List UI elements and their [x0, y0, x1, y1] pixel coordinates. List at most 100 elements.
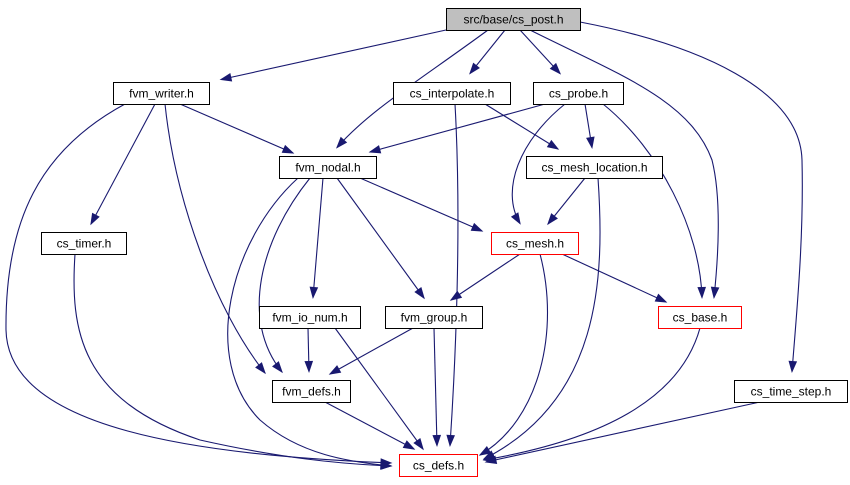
edge-cs-mesh-to-cs-defs	[478, 253, 549, 456]
edge-line	[5, 103, 392, 464]
arrowhead-icon	[304, 360, 314, 373]
edge-fvm-group-to-cs-defs	[432, 327, 442, 447]
arrowhead-icon	[788, 360, 798, 373]
node-cs-interpolate[interactable]: cs_interpolate.h	[393, 82, 511, 105]
node-fvm-nodal[interactable]: fvm_nodal.h	[279, 156, 377, 179]
edge-fvm-group-to-fvm-defs	[328, 327, 414, 375]
edge-cs-mesh-location-to-cs-mesh	[547, 177, 586, 226]
arrowhead-icon	[469, 62, 480, 75]
arrowhead-icon	[414, 286, 425, 300]
edge-line	[579, 21, 803, 372]
node-label: cs_interpolate.h	[410, 87, 495, 101]
edge-fvm-writer-to-fvm-defs	[164, 103, 266, 375]
arrowhead-icon	[90, 212, 100, 226]
edge-cs-timer-to-cs-defs	[73, 253, 393, 470]
node-cs-mesh[interactable]: cs_mesh.h	[491, 232, 579, 255]
node-box	[385, 306, 483, 329]
node-label: cs_timer.h	[57, 237, 112, 251]
arrowhead-icon	[470, 222, 484, 232]
edge-line	[334, 327, 424, 450]
edge-line	[449, 103, 459, 446]
node-cs-probe[interactable]: cs_probe.h	[533, 82, 624, 105]
node-cs-timer[interactable]: cs_timer.h	[41, 232, 127, 255]
nodes-layer: src/base/cs_post.h fvm_writer.h cs_interpo…	[41, 8, 848, 477]
edge-fvm-io-num-to-fvm-defs	[304, 327, 314, 373]
node-box	[734, 380, 848, 403]
node-cs-base[interactable]: cs_base.h	[658, 306, 742, 329]
node-cs-defs[interactable]: cs_defs.h	[399, 454, 478, 477]
node-cs-mesh-location[interactable]: cs_mesh_location.h	[526, 156, 663, 179]
edge-line	[485, 401, 761, 463]
edge-line	[336, 177, 425, 299]
node-fvm-io-num[interactable]: fvm_io_num.h	[259, 306, 361, 329]
edge-line	[312, 177, 324, 298]
arrowhead-icon	[432, 434, 442, 447]
node-box	[399, 454, 478, 477]
arrowhead-icon	[510, 212, 521, 225]
node-label: cs_mesh_location.h	[541, 161, 647, 175]
arrowhead-icon	[547, 213, 558, 226]
edge-line	[511, 103, 566, 224]
node-label: src/base/cs_post.h	[463, 13, 563, 27]
node-cs-post[interactable]: src/base/cs_post.h	[446, 8, 581, 31]
node-cs-time-step[interactable]: cs_time_step.h	[734, 380, 848, 403]
node-box	[393, 82, 511, 105]
edge-cs-probe-to-cs-mesh	[510, 103, 566, 225]
edge-cs-time-step-to-cs-defs	[484, 401, 761, 464]
edge-line	[258, 177, 311, 373]
arrowhead-icon	[478, 445, 492, 456]
edge-line	[433, 327, 438, 446]
node-label: fvm_defs.h	[282, 385, 341, 399]
edge-cs-probe-to-cs-base	[602, 103, 706, 299]
node-box	[272, 380, 351, 403]
edge-cs-mesh-to-fvm-group	[449, 253, 521, 301]
edge-line	[529, 29, 719, 298]
edge-line	[324, 401, 415, 450]
node-label: fvm_nodal.h	[295, 161, 360, 175]
arrowhead-icon	[368, 145, 382, 154]
node-box	[526, 156, 663, 179]
edge-line	[483, 177, 601, 460]
node-fvm-group[interactable]: fvm_group.h	[385, 306, 483, 329]
edge-cs-probe-to-fvm-nodal	[368, 103, 546, 154]
edge-cs-probe-to-cs-mesh-location	[584, 103, 595, 149]
node-label: fvm_io_num.h	[272, 311, 347, 325]
arrowhead-icon	[446, 434, 455, 447]
arrowhead-icon	[272, 361, 283, 374]
edge-fvm-nodal-to-fvm-group	[336, 177, 425, 300]
node-box	[259, 306, 361, 329]
edge-cs-interpolate-to-cs-defs	[446, 103, 459, 447]
edge-fvm-writer-to-cs-timer	[90, 103, 156, 226]
edge-cs-mesh-to-cs-base	[561, 253, 668, 303]
edge-fvm-nodal-to-cs-mesh	[359, 177, 484, 232]
edge-cs-post-to-fvm-writer	[219, 29, 447, 82]
node-label: cs_defs.h	[413, 459, 464, 473]
node-fvm-defs[interactable]: fvm_defs.h	[272, 380, 351, 403]
edge-fvm-io-num-to-cs-defs	[334, 327, 424, 451]
node-box	[279, 156, 377, 179]
arrowhead-icon	[309, 286, 319, 299]
edge-line	[90, 103, 156, 225]
edge-cs-post-to-cs-interpolate	[469, 29, 506, 75]
arrowhead-icon	[710, 286, 720, 299]
arrowhead-icon	[413, 437, 424, 451]
edge-line	[359, 177, 483, 232]
arrowhead-icon	[219, 73, 233, 82]
arrowhead-icon	[586, 136, 595, 149]
edge-fvm-nodal-to-fvm-defs	[258, 177, 311, 374]
node-label: cs_mesh.h	[506, 237, 564, 251]
node-box	[446, 8, 581, 31]
edge-cs-post-to-cs-probe	[519, 29, 561, 75]
edge-line	[602, 103, 703, 298]
edge-cs-interpolate-to-cs-mesh-location	[484, 103, 560, 150]
edge-line	[73, 253, 392, 467]
edge-fvm-defs-to-cs-defs	[324, 401, 416, 450]
edge-line	[329, 327, 414, 375]
arrowhead-icon	[449, 290, 463, 301]
node-label: cs_probe.h	[549, 87, 608, 101]
edge-cs-base-to-cs-defs	[482, 327, 701, 463]
arrowhead-icon	[546, 139, 560, 150]
arrowhead-icon	[654, 293, 668, 303]
node-label: cs_time_step.h	[751, 385, 832, 399]
node-fvm-writer[interactable]: fvm_writer.h	[113, 82, 210, 105]
